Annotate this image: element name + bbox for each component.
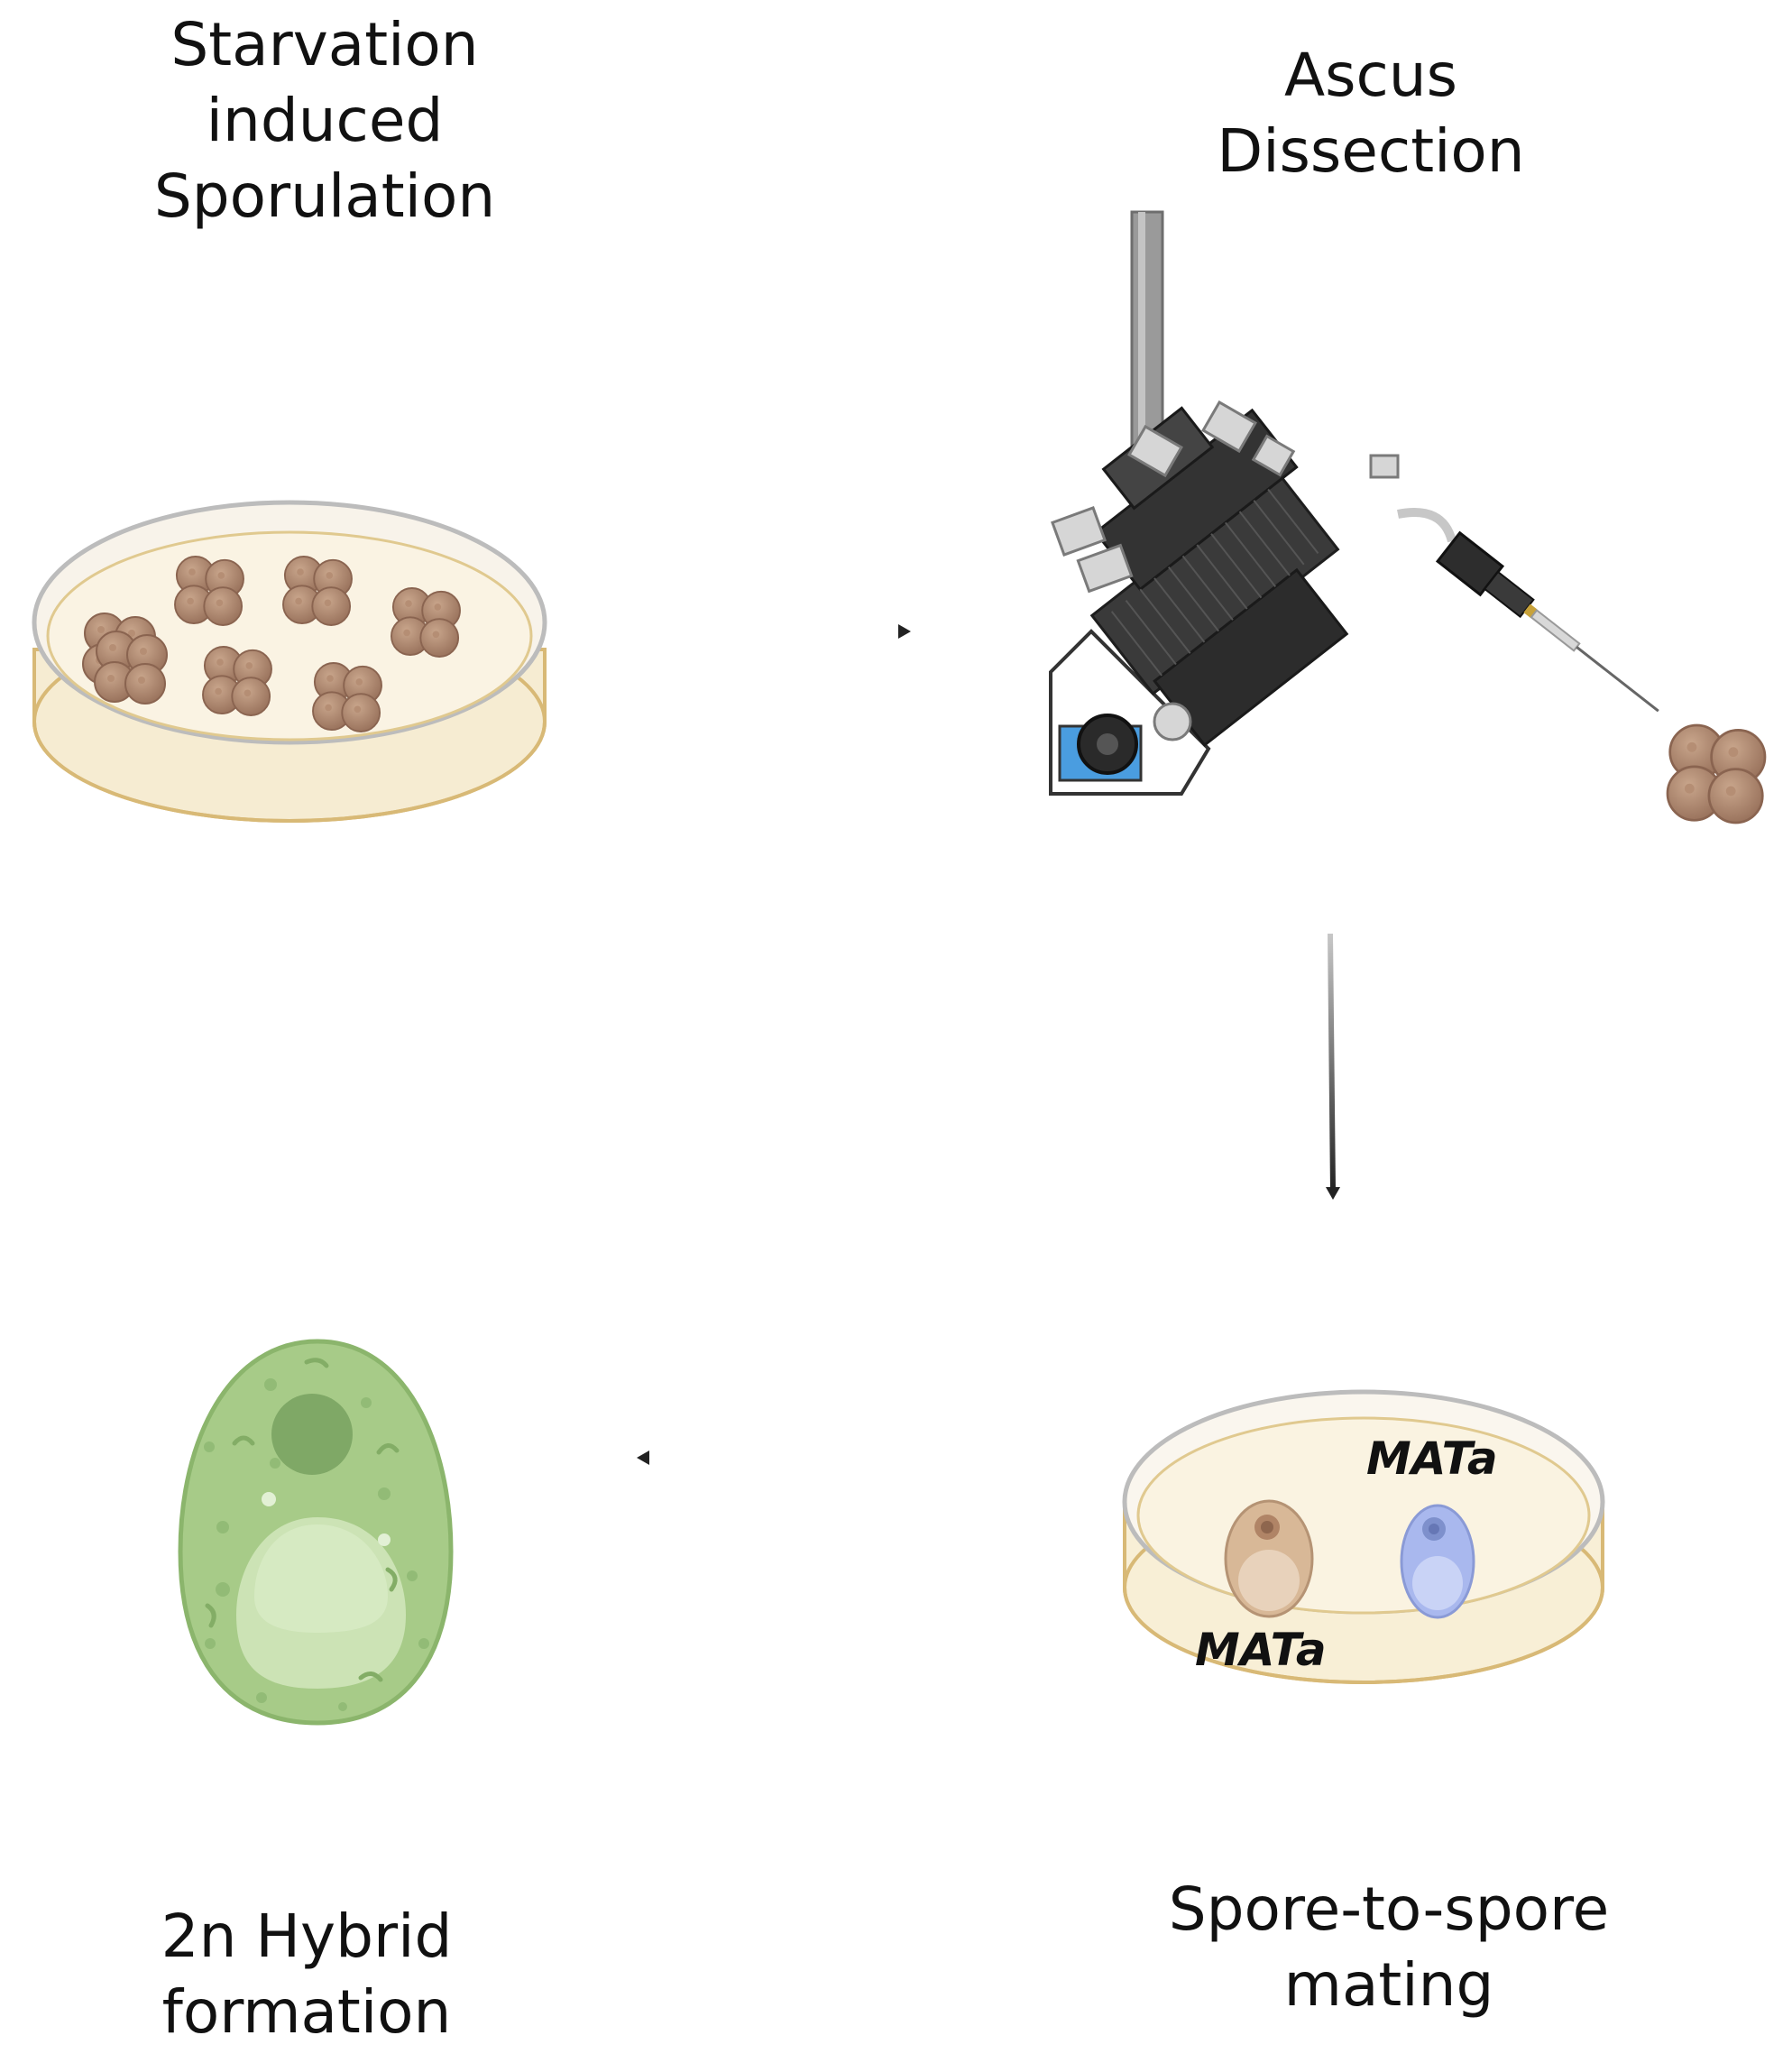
arrow-right-icon — [613, 624, 911, 639]
arrow-left-icon — [637, 1451, 938, 1465]
arrow-down-icon — [1326, 933, 1340, 1200]
step-hybrid-label: 2n Hybrid formation — [161, 1902, 453, 2047]
step-sporulation-label: Starvation induced Sporulation — [153, 10, 496, 231]
micromanipulator-icon — [1049, 210, 1659, 796]
tetrad-icon — [1666, 723, 1767, 824]
step-dissection-label: Ascus Dissection — [1217, 41, 1525, 186]
step-mating-label: Spore-to-spore mating — [1168, 1874, 1610, 2020]
mating-type-label: MATa — [1195, 1624, 1327, 1676]
yeast-cell-icon — [1224, 1499, 1314, 1618]
mating-type-label: MATa — [1366, 1432, 1498, 1485]
yeast-cell-icon — [1400, 1504, 1475, 1619]
yeast-cell-icon — [178, 1339, 454, 1726]
